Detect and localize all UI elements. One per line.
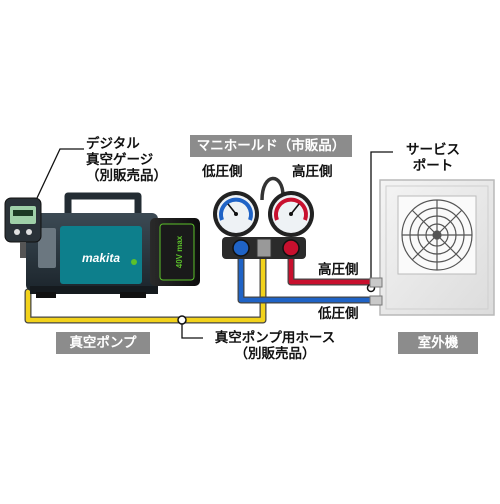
service-port-label-line2: ポート — [398, 158, 468, 174]
service-port-label: サービス ポート — [398, 142, 468, 174]
gauge-leader — [37, 149, 84, 198]
high-side-top-label: 高圧側 — [292, 164, 333, 180]
service-valve-lower — [370, 296, 382, 305]
pump-hose-label-line1: 真空ポンプ用ホース — [200, 330, 350, 346]
vacuum-pump-tag: 真空ポンプ — [56, 332, 150, 354]
makita-logo: makita — [82, 251, 120, 265]
digital-gauge-label: デジタル 真空ゲージ （別販売品） — [86, 136, 167, 184]
digital-gauge-label-line2: 真空ゲージ — [86, 152, 167, 168]
outdoor-unit-icon — [370, 180, 494, 315]
high-side-line-label: 高圧側 — [318, 262, 359, 278]
manifold-tag: マニホールド（市販品） — [190, 135, 352, 157]
battery-icon: 40V max — [150, 218, 200, 286]
digital-gauge-label-line3: （別販売品） — [86, 168, 167, 184]
low-side-top-label: 低圧側 — [202, 164, 243, 180]
high-pressure-gauge — [268, 191, 314, 237]
battery-label: 40V max — [175, 235, 184, 268]
pump-hose-label-line2: （別販売品） — [200, 346, 350, 362]
fan-grille-icon — [402, 200, 472, 270]
service-port-label-line1: サービス — [398, 142, 468, 158]
service-valve-upper — [370, 278, 382, 287]
vacuum-pump-icon: makita 40V max — [26, 196, 200, 298]
manifold-gauge-icon — [213, 178, 314, 259]
low-pressure-gauge — [213, 191, 259, 237]
hose-joint-dot — [178, 316, 186, 324]
digital-gauge-label-line1: デジタル — [86, 136, 167, 152]
pump-foot-left — [36, 292, 56, 298]
low-side-line-label: 低圧側 — [318, 306, 359, 322]
pump-foot-right — [120, 292, 146, 298]
pump-hose-label: 真空ポンプ用ホース （別販売品） — [200, 330, 350, 362]
outdoor-unit-tag: 室外機 — [398, 332, 478, 354]
